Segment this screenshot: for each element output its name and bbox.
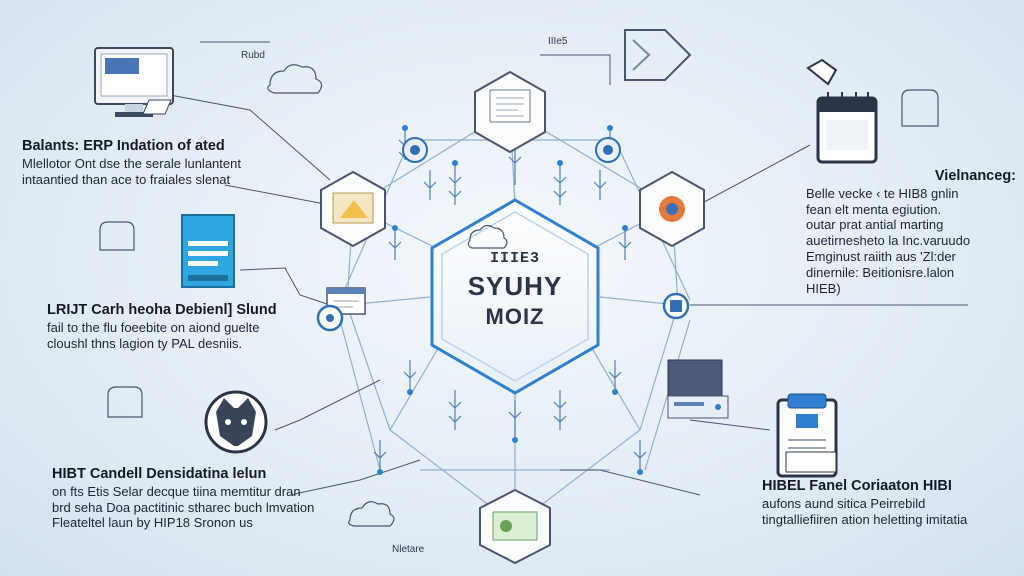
central-hexagon-inner xyxy=(441,211,589,382)
document-icon xyxy=(181,214,235,288)
center-title-line-3: MOIZ xyxy=(485,304,545,329)
id-badge-icon xyxy=(776,393,838,478)
text-block-line: outar prat antial marting xyxy=(806,217,944,233)
callout-lines xyxy=(169,41,968,496)
arrow-right-icon xyxy=(624,29,692,81)
text-block-line: aufons aund sitica Peirrebild xyxy=(762,495,926,511)
node-circle-left xyxy=(316,304,344,332)
text-block-line: fean elt menta egiution. xyxy=(806,201,942,217)
text-block-line: on fts Etis Selar decque tiina memtitur … xyxy=(52,483,301,499)
text-block-top-left: Balants: ERP Indation of ated Mlellotor … xyxy=(22,138,282,187)
center-title-line-1: IIIE3 xyxy=(489,250,540,267)
center-title-line-2: SYUHY xyxy=(467,271,563,301)
hex-node-top xyxy=(474,70,546,154)
text-block-title: HIBT Candell Densidatina lelun xyxy=(52,466,267,482)
text-block-line: tingtalliefiiren ation heletting imitati… xyxy=(762,511,968,527)
text-block-title: HIBEL Fanel Coriaaton HIBI xyxy=(762,478,952,494)
text-block-line: Emginust raiith aus 'Zl:der xyxy=(806,249,956,265)
label-top-center: IIIe5 xyxy=(548,36,568,47)
text-block-line: Mlellotor Ont dse the serale lunlantent xyxy=(22,155,241,171)
text-block-line: cloushl thns lagion ty PAL desniis. xyxy=(47,335,243,351)
hex-node-upper-left xyxy=(320,170,386,248)
text-block-top-right: Vielnanceg: Belle vecke ‹ te HIB8 gnlin … xyxy=(806,168,1016,297)
calendar-icon xyxy=(806,58,878,164)
text-block-title: Vielnanceg: xyxy=(934,168,1016,184)
cloud-icon xyxy=(99,64,939,527)
text-block-bottom-left: HIBT Candell Densidatina lelun on fts Et… xyxy=(52,466,327,531)
text-block-line: HIEB) xyxy=(806,280,841,296)
text-block-line: brd seha Doa pactitinic stharec buch lmv… xyxy=(52,499,315,515)
node-circle-right xyxy=(662,292,690,320)
server-icon xyxy=(667,359,729,419)
text-block-title: Balants: ERP Indation of ated xyxy=(22,138,225,154)
text-block-title: LRIJT Carh heoha Debienl] Slund xyxy=(47,302,277,318)
node-dots xyxy=(377,125,643,475)
text-block-line: intaantied than ace to fraiales slenat xyxy=(22,171,231,187)
text-block-bottom-right: HIBEL Fanel Coriaaton HIBI aufons aund s… xyxy=(762,478,1002,527)
text-block-line: Belle vecke ‹ te HIB8 gnlin xyxy=(806,185,959,201)
hex-node-bottom xyxy=(479,488,551,565)
center-title: IIIE3 SYUHY MOIZ xyxy=(440,250,590,330)
desktop-monitor-icon xyxy=(94,47,174,117)
text-block-line: Fleateltel laun by HIP18 Sronon us xyxy=(52,515,253,531)
text-block-mid-left: LRIJT Carh heoha Debienl] Slund fail to … xyxy=(47,302,307,351)
text-block-line: dinernile: Beitionisre.lalon xyxy=(806,264,955,280)
label-bottom: Nletare xyxy=(392,544,425,555)
text-block-line: auetirnesheto la Inc.varuudo xyxy=(806,233,971,249)
label-top-left: Rubd xyxy=(241,50,265,61)
cat-head-icon xyxy=(204,390,268,454)
text-block-line: fail to the flu foeebite on aiond guelte xyxy=(47,319,260,335)
gear-icon xyxy=(402,137,428,163)
gear-icon xyxy=(595,137,621,163)
hex-node-upper-right xyxy=(639,170,705,248)
